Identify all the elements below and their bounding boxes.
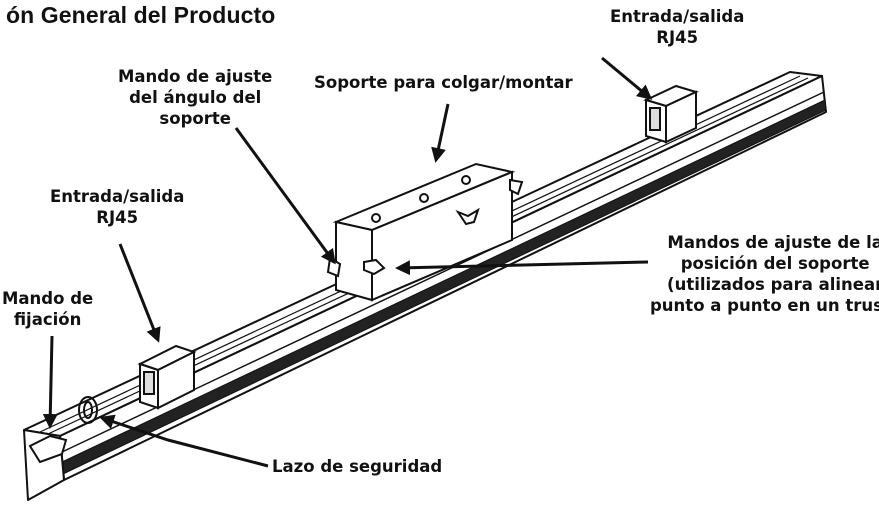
arrow-locking-knob (42, 335, 58, 429)
rj45-block-top (643, 84, 699, 144)
label-rj45-top: Entrada/salida RJ45 (610, 7, 745, 47)
arrow-position-knobs (395, 260, 649, 276)
label-rj45-left: Entrada/salida RJ45 (50, 187, 185, 227)
label-position-knobs: Mandos de ajuste de la posición del sopo… (650, 233, 879, 315)
rj45-block-left (137, 344, 197, 410)
arrow-safety-loop (99, 414, 269, 468)
safety-loop (78, 396, 98, 424)
label-angle-knob: Mando de ajuste del ángulo del soporte (118, 67, 273, 128)
label-locking-knob: Mando de fijación (2, 289, 94, 329)
arrow-rj45-left (118, 243, 161, 343)
label-safety-loop: Lazo de seguridad (272, 457, 443, 476)
arrow-rj45-top (601, 56, 653, 100)
locking-knob (28, 434, 68, 464)
arrow-bracket (431, 103, 450, 163)
page-title: ón General del Producto (6, 2, 276, 28)
label-hanging-bracket: Soporte para colgar/montar (314, 73, 573, 92)
arrow-angle-knob (234, 127, 336, 265)
